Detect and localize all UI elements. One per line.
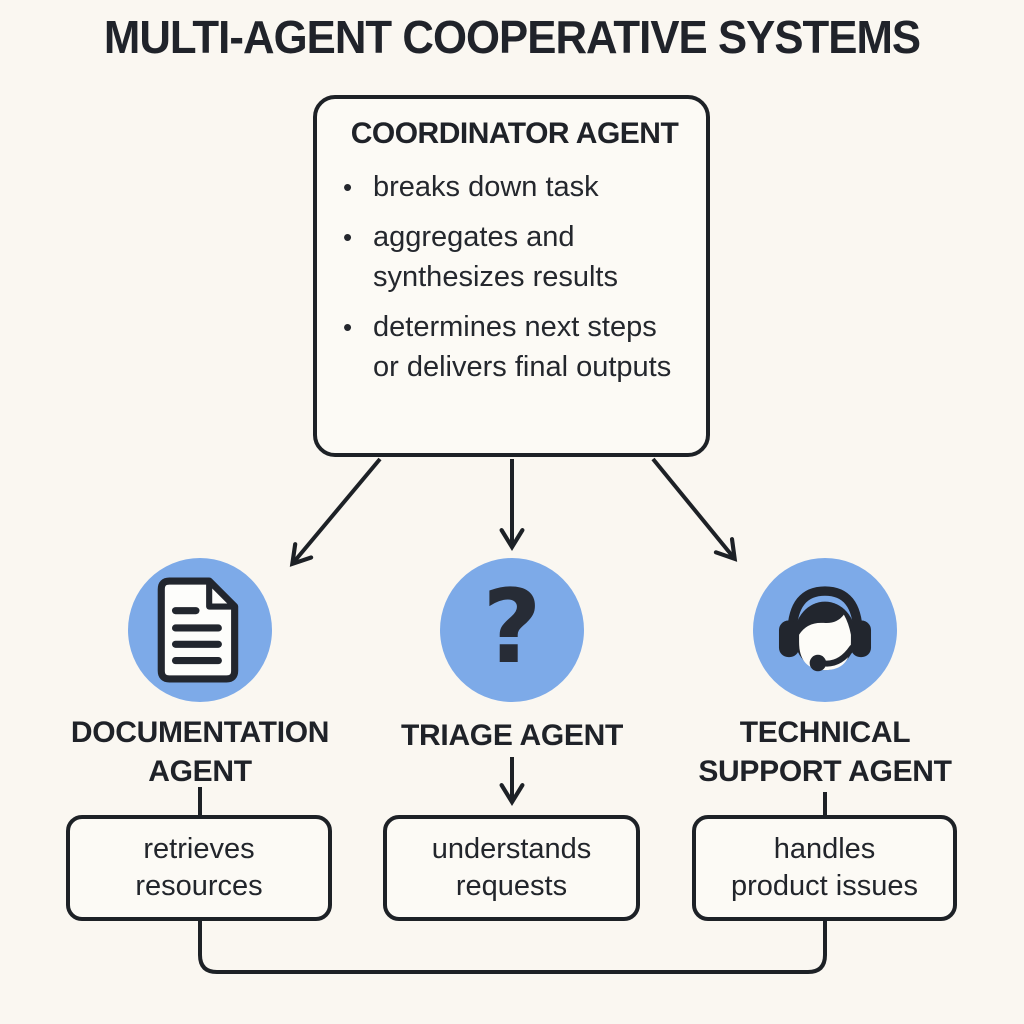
technical-support-agent-circle (753, 558, 897, 702)
bullet-icon: • (343, 172, 353, 202)
handles-product-issues-box: handles product issues (692, 815, 957, 921)
bullet-text: breaks down task (373, 171, 599, 203)
bullet-text: aggregates and synthesizes results (373, 221, 618, 293)
arrow-coordinator-to-documentation (289, 457, 382, 567)
page-title: MULTI-AGENT COOPERATIVE SYSTEMS (103, 11, 921, 63)
documentation-agent-label: DOCUMENTATION AGENT (70, 716, 330, 788)
coordinator-bullet-list: • breaks down task • aggregates and synt… (343, 167, 686, 387)
coordinator-bullet-item: • breaks down task (343, 167, 686, 207)
documentation-agent-circle (128, 558, 272, 702)
triage-agent-label: TRIAGE AGENT (401, 719, 623, 752)
technical-support-agent-label: TECHNICAL SUPPORT AGENT (698, 716, 952, 788)
bullet-icon: • (343, 312, 353, 342)
bottom-connector (198, 920, 827, 974)
coordinator-bullet-item: • determines next steps or delivers fina… (343, 307, 686, 387)
retrieves-resources-box: retrieves resources (66, 815, 332, 921)
coordinator-agent-title: COORDINATOR AGENT (350, 117, 679, 150)
headset-icon (778, 586, 872, 672)
bullet-icon: • (343, 222, 353, 252)
document-icon (157, 577, 239, 683)
coordinator-bullet-item: • aggregates and synthesizes results (343, 217, 686, 297)
question-mark-icon: ? (482, 568, 542, 687)
coordinator-agent-box: COORDINATOR AGENT • breaks down task • a… (313, 95, 710, 457)
bullet-text: determines next steps or delivers final … (373, 311, 672, 383)
arrow-coordinator-to-technical-support (651, 457, 738, 562)
triage-agent-circle: ? (440, 558, 584, 702)
understands-requests-box: understands requests (383, 815, 640, 921)
